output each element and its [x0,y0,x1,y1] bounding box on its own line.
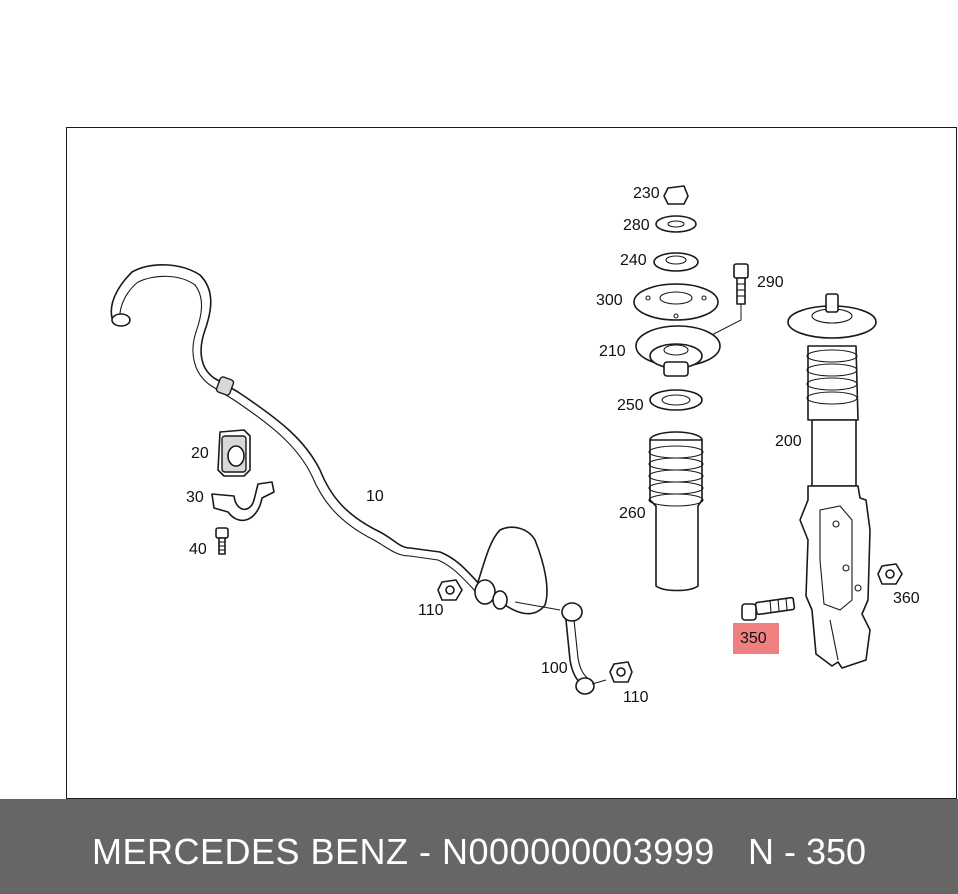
washer-280 [655,215,697,233]
bolt-290 [705,263,749,339]
label-230[interactable]: 230 [633,185,660,202]
label-360[interactable]: 360 [893,590,920,607]
label-100[interactable]: 100 [541,660,568,677]
clamp [211,481,275,522]
label-210[interactable]: 210 [599,343,626,360]
label-30[interactable]: 30 [186,489,204,506]
nut-360 [877,563,903,585]
stabilizer-bar [110,264,548,615]
label-110-lower[interactable]: 110 [623,689,649,706]
label-260[interactable]: 260 [619,505,646,522]
footer-brand-part-number: MERCEDES BENZ - N000000003999 [92,831,715,872]
shock-absorber-strut [787,293,877,669]
diagram-frame [66,127,957,799]
label-290[interactable]: 290 [757,274,784,291]
footer-item-reference: N - 350 [748,831,867,872]
coupling-rod [514,601,607,695]
label-40[interactable]: 40 [189,541,207,558]
label-350[interactable]: 350 [740,630,767,647]
nut-230 [663,185,689,205]
highlight-350 [733,623,779,654]
label-110-upper[interactable]: 110 [418,602,444,619]
nut-110-upper [437,579,463,601]
label-280[interactable]: 280 [623,217,650,234]
label-10[interactable]: 10 [366,488,384,505]
nut-110-lower [609,661,633,683]
bolt-40 [215,527,229,555]
label-20[interactable]: 20 [191,445,209,462]
strut-mount-210 [635,325,721,377]
seal-250 [649,389,703,411]
bearing-240 [653,252,699,272]
bolt-350 [741,596,796,621]
label-200[interactable]: 200 [775,433,802,450]
label-250[interactable]: 250 [617,397,644,414]
mount-plate-300 [633,283,719,321]
dust-boot-260 [648,431,704,592]
bushing [217,429,251,477]
label-240[interactable]: 240 [620,252,647,269]
label-300[interactable]: 300 [596,292,623,309]
footer-bar: MERCEDES BENZ - N000000003999 N - 350 [0,799,958,894]
